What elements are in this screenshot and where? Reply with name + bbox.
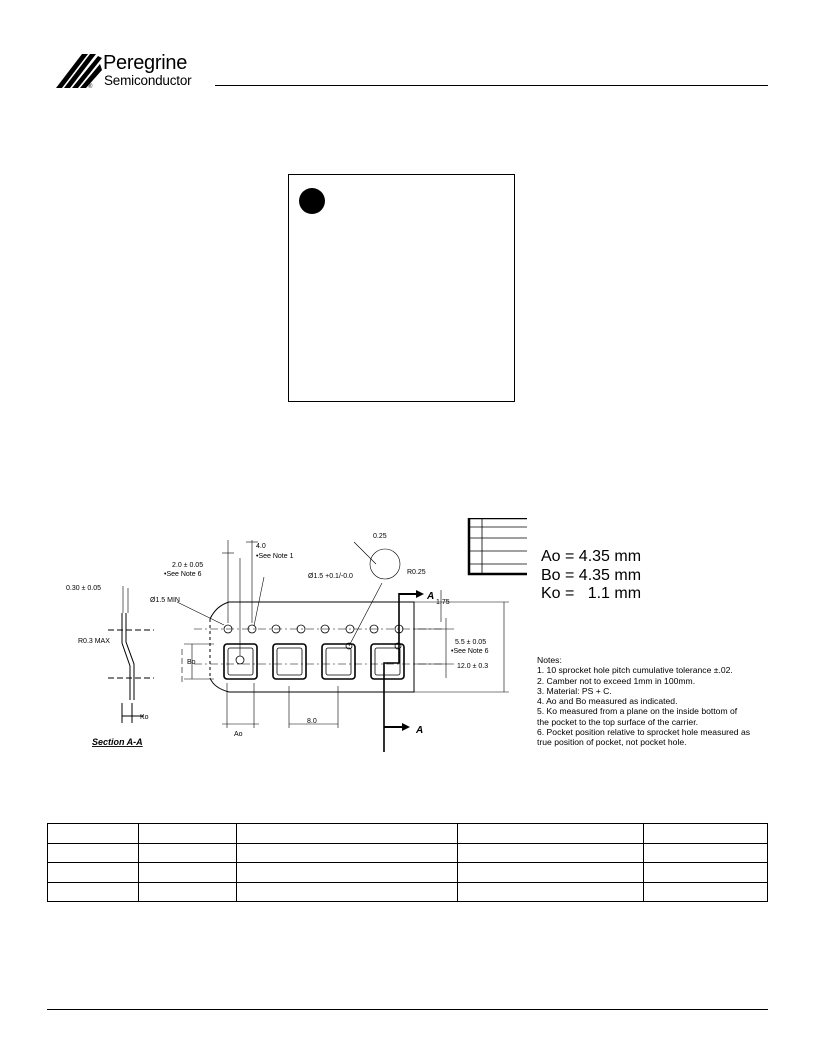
ordering-table xyxy=(47,823,768,902)
table-row xyxy=(47,862,768,883)
note-line: the pocket to the top surface of the car… xyxy=(537,716,698,727)
ko-label: Ko xyxy=(140,714,149,721)
d175-label: 1.75 xyxy=(436,599,450,606)
table-cell xyxy=(236,862,458,883)
table-cell xyxy=(47,881,139,902)
table-cell xyxy=(643,842,768,863)
dimension-bo: Bo = 4.35 mm xyxy=(541,567,642,584)
pin1-dot-icon xyxy=(299,188,325,214)
footer-rule xyxy=(47,1009,768,1010)
pitch-4-label: 4.0 xyxy=(256,543,266,550)
table-cell xyxy=(643,862,768,883)
header-rule xyxy=(215,85,768,86)
company-subtitle: Semiconductor xyxy=(104,73,192,88)
notes-title: Notes: xyxy=(537,655,562,665)
table-cell xyxy=(236,823,458,844)
registered-mark: ® xyxy=(88,84,93,90)
ao-label: Ao xyxy=(234,731,243,738)
r025-label: 0.25 xyxy=(373,533,387,540)
note-line: 3. Material: PS + C. xyxy=(537,685,612,696)
note-line: 6. Pocket position relative to sprocket … xyxy=(537,727,751,738)
note-line: true position of pocket, not pocket hole… xyxy=(537,737,687,748)
table-cell xyxy=(138,862,237,883)
table-cell xyxy=(457,862,644,883)
pitch-2-label: 2.0 ± 0.05 xyxy=(172,562,203,569)
d55-label: 5.5 ± 0.05 xyxy=(455,639,486,646)
table-cell xyxy=(457,842,644,863)
bo-label: Bo xyxy=(187,659,196,666)
table-header-row xyxy=(47,823,768,844)
see-note-6-label: •See Note 6 xyxy=(164,571,202,578)
peregrine-logo-icon xyxy=(56,54,102,88)
table-cell xyxy=(236,881,458,902)
see-note-6b-label: •See Note 6 xyxy=(451,648,489,655)
note-line: 4. Ao and Bo measured as indicated. xyxy=(537,696,678,707)
dimension-ko: Ko = 1.1 mm xyxy=(541,585,642,602)
r025b-label: R0.25 xyxy=(407,569,426,576)
table-cell xyxy=(236,842,458,863)
width-label: 12.0 ± 0.3 xyxy=(457,663,488,670)
thickness-label: 0.30 ± 0.05 xyxy=(66,585,101,592)
dimension-table-icon xyxy=(467,518,531,576)
table-cell xyxy=(643,823,768,844)
company-name: Peregrine xyxy=(103,52,188,74)
note-line: 5. Ko measured from a plane on the insid… xyxy=(537,706,738,717)
table-cell xyxy=(457,881,644,902)
table-cell xyxy=(47,842,139,863)
table-cell xyxy=(47,862,139,883)
drawing-notes: Notes: 1. 10 sprocket hole pitch cumulat… xyxy=(537,655,762,748)
tape-drawing: 4.0 •See Note 1 2.0 ± 0.05 •See Note 6 Ø… xyxy=(66,518,537,752)
note-line: 2. Camber not to exceed 1mm in 100mm. xyxy=(537,675,696,686)
table-cell xyxy=(47,823,139,844)
section-aa-label: Section A-A xyxy=(92,737,143,747)
pitch-8-label: 8.0 xyxy=(307,718,317,725)
table-row xyxy=(47,881,768,902)
top-marking-box xyxy=(288,174,515,402)
table-cell xyxy=(138,823,237,844)
note-line: 1. 10 sprocket hole pitch cumulative tol… xyxy=(537,665,733,676)
table-cell xyxy=(457,823,644,844)
hole-min-label: Ø1.5 MIN xyxy=(150,597,180,604)
dimension-ao: Ao = 4.35 mm xyxy=(541,548,642,565)
table-cell xyxy=(643,881,768,902)
table-cell xyxy=(138,881,237,902)
table-row xyxy=(47,842,768,863)
section-a-top-label: A xyxy=(426,591,434,602)
hole-dia-label: Ø1.5 +0.1/-0.0 xyxy=(308,573,353,580)
radius-max-label: R0.3 MAX xyxy=(78,638,110,645)
section-a-bottom-label: A xyxy=(415,725,423,736)
table-cell xyxy=(138,842,237,863)
see-note-1-label: •See Note 1 xyxy=(256,553,294,560)
